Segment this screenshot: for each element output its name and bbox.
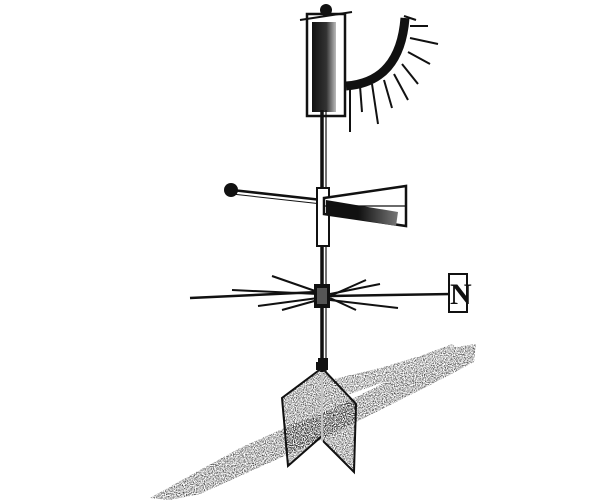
north-marker: N [448,273,472,313]
wind-vane-fin [322,184,408,228]
compass-n-label: N [450,278,472,311]
direction-cross-rods [189,275,453,311]
pressure-plate [299,4,353,118]
graduated-arc-scale [345,15,439,132]
base-mount [280,362,358,475]
counterweight-arm [224,183,330,247]
